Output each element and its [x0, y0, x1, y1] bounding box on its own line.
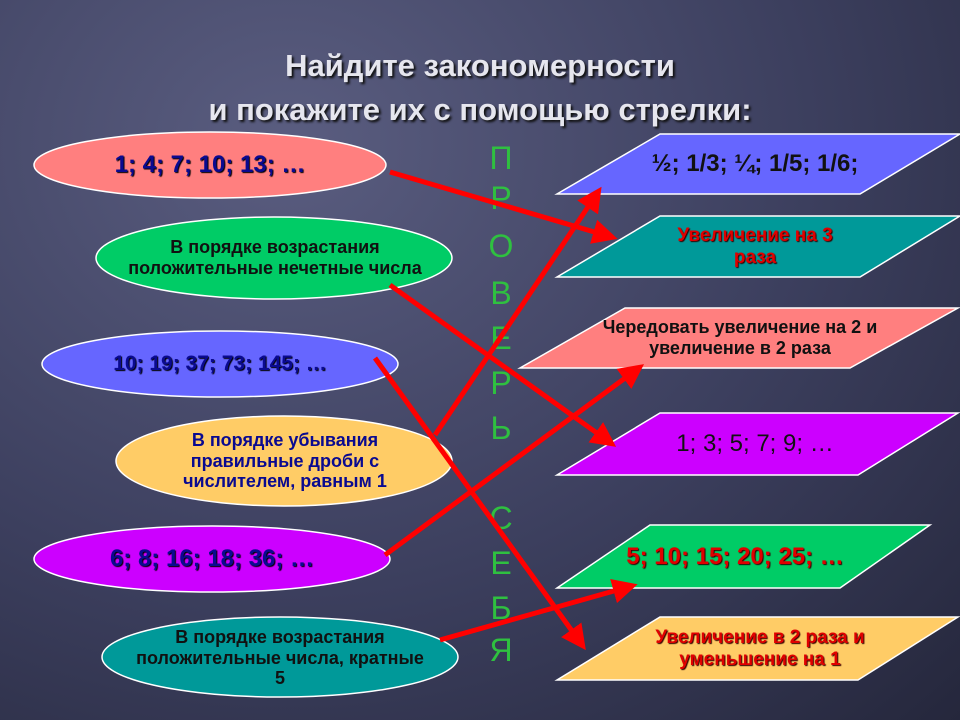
left-label-6: В порядке возрастания положительные числ…	[136, 626, 424, 689]
check-letter: П	[489, 140, 513, 176]
check-letter: Б	[490, 590, 512, 626]
right-label-2: Увеличение на 3 раза	[677, 224, 833, 268]
title-line-1: Найдите закономерности	[285, 48, 675, 83]
left-label-5: 6; 8; 16; 18; 36; …	[109, 545, 315, 573]
right-label-5: 5; 10; 15; 20; 25; …	[626, 542, 844, 570]
check-letter: Е	[490, 320, 512, 356]
right-label-1: ½; 1/3; ¼; 1/5; 1/6;	[651, 150, 859, 178]
check-letter: Е	[490, 545, 512, 581]
check-letter: Р	[490, 365, 512, 401]
check-letter: С	[489, 500, 513, 536]
left-label-1: 1; 4; 7; 10; 13; …	[114, 151, 306, 179]
right-shape-5[interactable]	[554, 524, 933, 589]
check-letter: О	[488, 228, 514, 264]
check-letter: В	[490, 275, 512, 311]
check-letter: Р	[490, 180, 512, 216]
right-label-6: Увеличение в 2 раза и уменьшение на 1	[655, 626, 865, 670]
left-label-2: В порядке возрастания положительные нече…	[128, 237, 422, 278]
check-letter: Я	[489, 632, 513, 668]
check-letter: Ь	[490, 410, 512, 446]
left-shape-1[interactable]	[33, 131, 387, 199]
right-label-4: 1; 3; 5; 7; 9; …	[676, 430, 834, 458]
right-shape-6[interactable]	[554, 616, 960, 681]
right-label-3: Чередовать увеличение на 2 и увеличение …	[602, 317, 878, 358]
left-label-4: В порядке убывания правильные дроби с чи…	[183, 429, 387, 492]
left-label-3: 10; 19; 37; 73; 145; …	[113, 351, 327, 375]
title-line-2: и покажите их с помощью стрелки:	[208, 92, 752, 127]
left-shape-6[interactable]	[101, 616, 459, 698]
